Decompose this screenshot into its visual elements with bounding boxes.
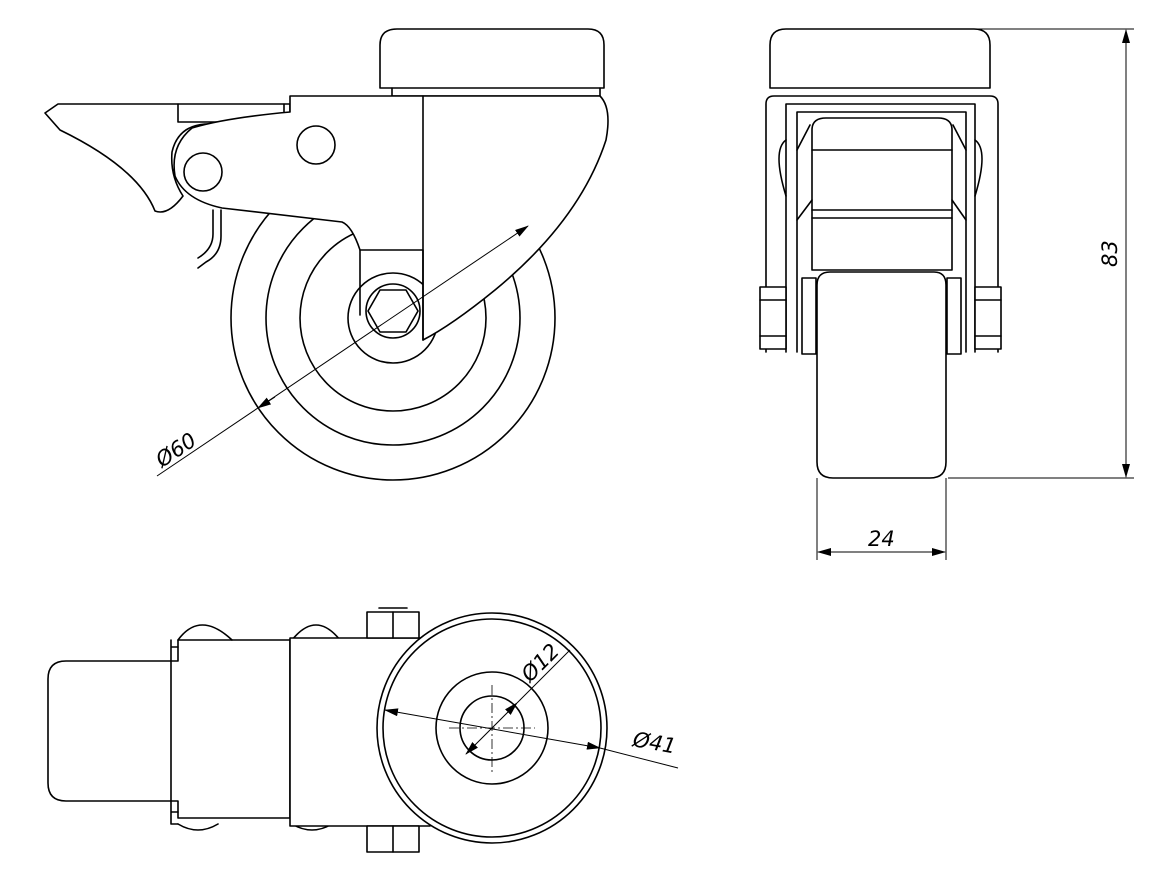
front-axle-nut-right — [974, 286, 1002, 350]
top-wheel-diameter-line — [384, 708, 601, 750]
front-view: 83 24 — [759, 28, 1134, 560]
top-wheel-diameter-label: Ø41 — [630, 727, 678, 758]
side-view: Ø60 — [44, 28, 609, 481]
top-view: Ø12 Ø41 — [47, 607, 679, 853]
side-top-plate — [379, 28, 605, 89]
front-axle-nut-left — [759, 286, 787, 350]
front-width-label: 24 — [868, 527, 895, 551]
side-diameter-label: Ø60 — [151, 428, 201, 473]
front-height-label: 83 — [1098, 240, 1122, 267]
side-rivet — [296, 125, 336, 165]
side-brake-pedal — [44, 103, 291, 213]
top-pedal — [47, 639, 291, 819]
side-fork — [173, 95, 609, 341]
side-rivet — [183, 152, 223, 192]
front-top-plate — [769, 28, 991, 89]
front-housing — [811, 117, 953, 271]
front-wheel — [816, 271, 947, 479]
side-hex-nut — [367, 289, 419, 333]
side-diameter-dimension-line — [156, 225, 529, 477]
side-brake-spring — [197, 209, 222, 269]
front-bracket — [765, 95, 999, 353]
